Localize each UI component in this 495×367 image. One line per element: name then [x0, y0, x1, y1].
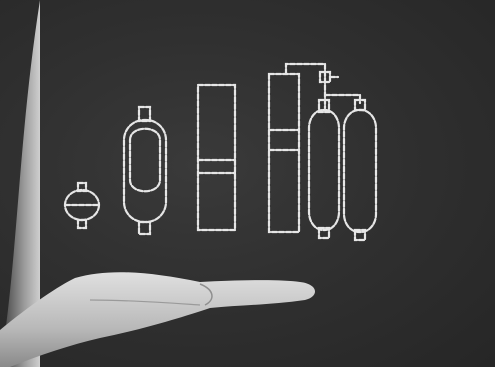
hand: [0, 272, 315, 367]
chalk-double-column: [269, 64, 338, 232]
chalk-small-capsule: [65, 183, 99, 228]
chalk-tall-capsule-left: [309, 100, 339, 238]
chalk-medium-capsule: [124, 107, 166, 234]
chalk-tall-capsule-right: [325, 95, 376, 240]
chalk-rect-column: [198, 85, 235, 230]
